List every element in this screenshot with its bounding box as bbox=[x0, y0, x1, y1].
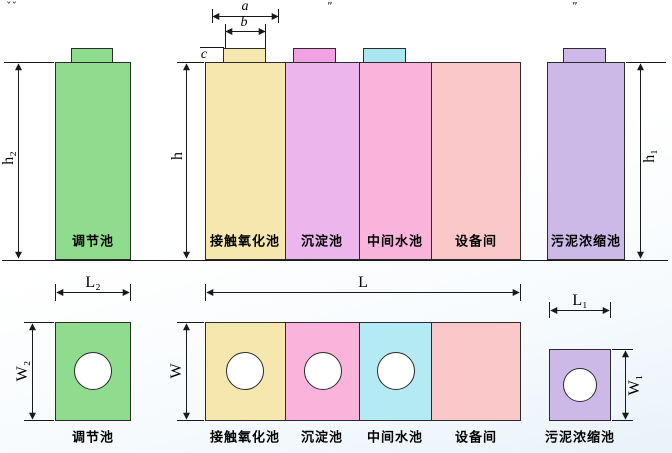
regulation-tank-elevation bbox=[55, 62, 131, 260]
intermediate-tank-cap bbox=[363, 48, 406, 63]
dim-label-L1: L₁ bbox=[572, 292, 588, 309]
contact-tank-cap bbox=[223, 48, 266, 63]
sludge-tank-opening-circle bbox=[563, 368, 597, 402]
label-intermediate-plan: 中间水池 bbox=[366, 429, 424, 445]
contact-tank-opening-circle bbox=[226, 352, 264, 390]
label-sludge-plan: 污泥浓缩池 bbox=[544, 429, 616, 445]
label-equipment-plan: 设备间 bbox=[454, 429, 498, 445]
artifact-mark: ” bbox=[327, 0, 333, 13]
intermediate-tank-elevation bbox=[360, 63, 432, 259]
label-regulation-plan: 调节池 bbox=[71, 429, 115, 445]
dim-label-h2: h₂ bbox=[0, 151, 17, 165]
dim-label-L: L bbox=[358, 274, 368, 291]
contact-tank-elevation bbox=[206, 63, 286, 259]
label-sedimentation-plan: 沉淀池 bbox=[300, 429, 344, 445]
dim-label-W1: W₁ bbox=[626, 374, 643, 396]
sludge-tank-cap bbox=[563, 48, 606, 63]
regulation-tank-cap bbox=[71, 48, 113, 63]
dim-label-b: b bbox=[240, 15, 248, 30]
label-equipment-elevation: 设备间 bbox=[454, 233, 498, 249]
sludge-tank-elevation bbox=[547, 62, 625, 260]
process-block-elevation bbox=[205, 62, 521, 260]
label-contact-elevation: 接触氧化池 bbox=[209, 233, 281, 249]
dim-label-W: W bbox=[168, 363, 185, 379]
intermediate-tank-opening-circle bbox=[377, 352, 415, 390]
equipment-room-elevation bbox=[432, 63, 520, 259]
dim-label-L2: L₂ bbox=[85, 274, 101, 291]
label-contact-plan: 接触氧化池 bbox=[209, 429, 281, 445]
dim-label-a: a bbox=[241, 0, 249, 14]
regulation-tank-opening-circle bbox=[74, 352, 112, 390]
sedimentation-tank-opening-circle bbox=[304, 352, 342, 390]
label-sludge-elevation: 污泥浓缩池 bbox=[550, 233, 622, 249]
equipment-room-plan bbox=[432, 323, 520, 420]
sedimentation-tank-elevation bbox=[286, 63, 360, 259]
label-intermediate-elevation: 中间水池 bbox=[366, 233, 424, 249]
dim-label-h1: h₁ bbox=[641, 149, 658, 163]
artifact-mark: ” bbox=[572, 0, 578, 13]
sedimentation-tank-cap bbox=[293, 48, 336, 63]
label-regulation-elevation: 调节池 bbox=[71, 233, 115, 249]
artifact-mark: ˇˇ bbox=[6, 0, 17, 13]
dim-label-c: c bbox=[200, 47, 208, 62]
dim-label-W2: W₂ bbox=[14, 360, 31, 382]
label-sedimentation-elevation: 沉淀池 bbox=[300, 233, 344, 249]
dim-label-h: h bbox=[169, 152, 186, 160]
